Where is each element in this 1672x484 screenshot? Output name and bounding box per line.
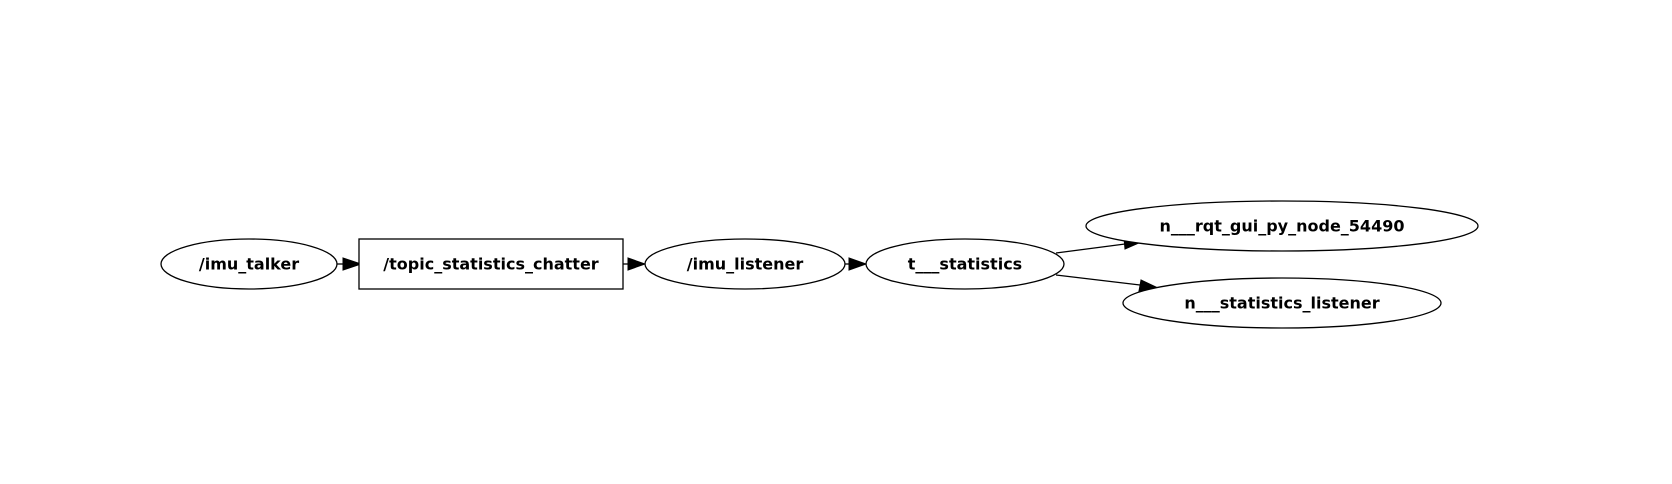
edge-t-statistics-to-statistics-listener bbox=[1055, 274, 1160, 292]
nodes-layer: /imu_talker /topic_statistics_chatter /i… bbox=[160, 200, 1479, 329]
edge-arrowhead bbox=[342, 257, 363, 271]
edge-arrowhead bbox=[848, 257, 868, 271]
topic-label: /topic_statistics_chatter bbox=[383, 255, 598, 274]
node-label: n___statistics_listener bbox=[1184, 294, 1379, 313]
node-ellipse bbox=[865, 238, 1065, 290]
node-label: n___rqt_gui_py_node_54490 bbox=[1160, 217, 1405, 236]
edge-topic-statistics-chatter-to-imu-listener bbox=[623, 257, 647, 271]
node-label: /imu_listener bbox=[687, 255, 804, 274]
node-ellipse bbox=[160, 238, 338, 290]
node-t-statistics[interactable]: t___statistics bbox=[865, 238, 1065, 290]
node-imu-talker[interactable]: /imu_talker bbox=[160, 238, 338, 290]
node-ellipse bbox=[1122, 277, 1442, 329]
node-ellipse bbox=[1085, 200, 1479, 252]
node-rqt-gui-py-node[interactable]: n___rqt_gui_py_node_54490 bbox=[1085, 200, 1479, 252]
node-label: /imu_talker bbox=[199, 255, 299, 274]
edge-imu-talker-to-topic-statistics-chatter bbox=[337, 257, 363, 271]
topic-statistics-chatter[interactable]: /topic_statistics_chatter bbox=[358, 238, 624, 290]
edge-line bbox=[1055, 243, 1126, 254]
edge-imu-listener-to-t-statistics bbox=[845, 257, 868, 271]
node-imu-listener[interactable]: /imu_listener bbox=[644, 238, 846, 290]
edge-arrowhead bbox=[627, 257, 647, 271]
node-label: t___statistics bbox=[908, 255, 1022, 274]
node-statistics-listener[interactable]: n___statistics_listener bbox=[1122, 277, 1442, 329]
edge-line bbox=[1055, 274, 1141, 286]
node-ellipse bbox=[644, 238, 846, 290]
topic-box bbox=[358, 238, 624, 290]
